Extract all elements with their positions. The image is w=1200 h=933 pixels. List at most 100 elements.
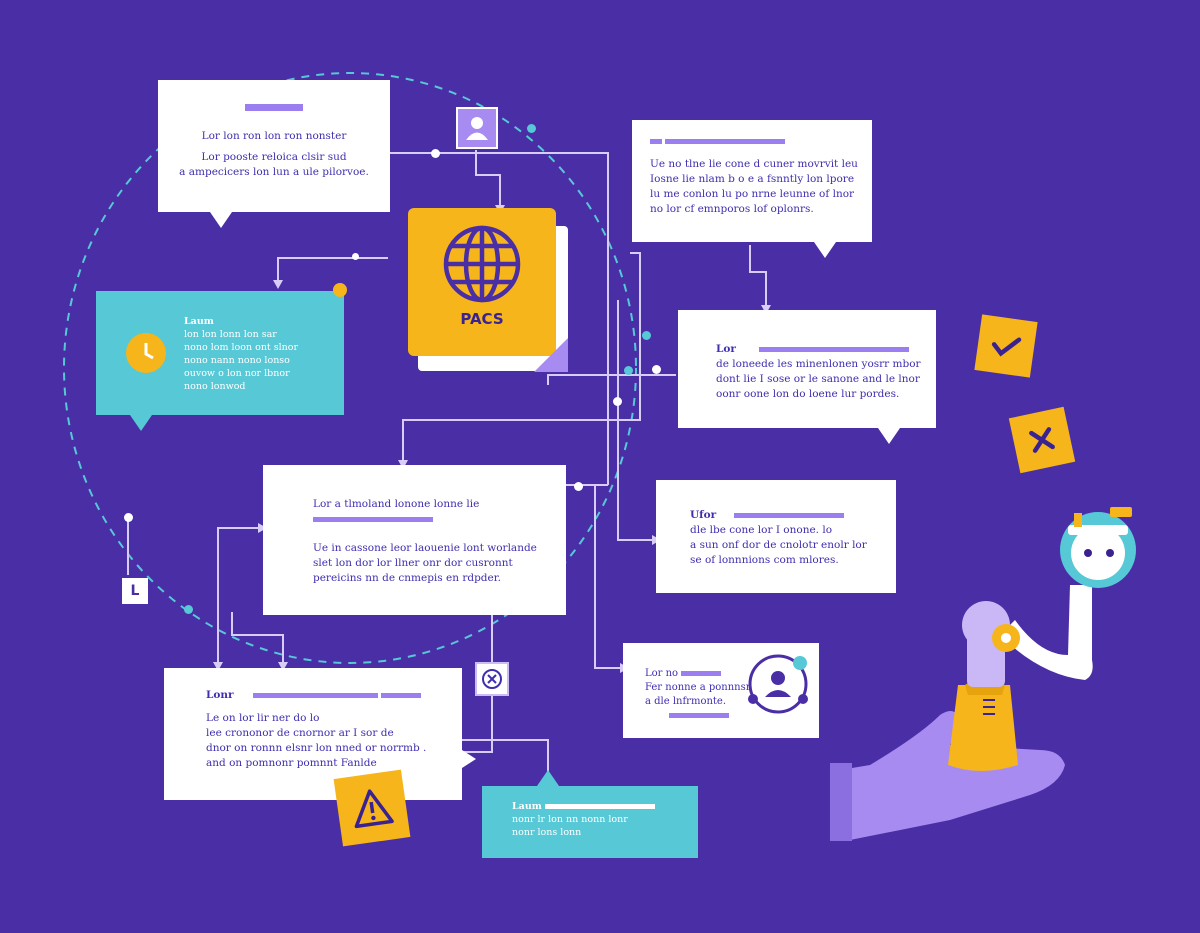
card-line: Ufor xyxy=(690,509,717,521)
card-line: nonr lons lonn xyxy=(512,827,582,838)
card-line: nonr lr lon nn nonn lonr xyxy=(512,814,628,825)
user-icon-box[interactable] xyxy=(456,107,498,149)
card-tail xyxy=(130,415,152,431)
note-card-right-mid: Ufor dle lbe cone lor I onone. lo a sun … xyxy=(656,480,896,593)
wire-bottom xyxy=(462,739,549,780)
card-line: pereicins nn de cnmepis en rdpder. xyxy=(313,572,501,584)
wire-center-left2 xyxy=(231,612,284,662)
clock-icon xyxy=(126,333,166,373)
note-card-teal-left: Laum lon lon lonn lon sar nono lom loon … xyxy=(96,291,344,415)
card-line: Lor a tlmoland xyxy=(313,498,392,510)
checkmark-icon xyxy=(991,337,1022,357)
card-line: no lor cf emnporos lof oplonrs. xyxy=(650,203,814,215)
junction-dot xyxy=(184,605,193,614)
card-line: slet lon dor lor llner onr dor cusronnt xyxy=(313,557,513,569)
heading-bar xyxy=(681,671,722,676)
card-line: se of lonnnions com mlores. xyxy=(690,554,839,566)
note-card-bottom-teal: Laum nonr lr lon nn nonn lonr nonr lons … xyxy=(482,786,698,858)
dashed-orbit xyxy=(63,72,637,664)
heading-bar xyxy=(252,692,378,698)
junction-dot xyxy=(652,365,661,374)
heading-bar xyxy=(381,692,422,698)
card-tail xyxy=(878,428,900,444)
note-card-right-small: Lor no Fer nonne a ponnnsr a dle lnfrmon… xyxy=(623,643,819,738)
note-card-top-left: Lor lon ron lon ron nonster Lor pooste r… xyxy=(158,80,390,212)
wire-hub-left xyxy=(277,257,388,280)
user-icon xyxy=(466,117,488,140)
note-card-center: Lor a tlmoland lonone lonne lie Ue in ca… xyxy=(263,465,566,615)
junction-dot xyxy=(431,149,440,158)
junction-dot xyxy=(574,482,583,491)
wire-right-junction xyxy=(547,374,676,385)
card-line: lee crononor de cnornor ar I sor de xyxy=(206,727,394,739)
hub-fold xyxy=(534,338,568,372)
wire-userbox-down xyxy=(475,150,501,205)
warning-icon xyxy=(354,789,394,829)
junction-dot xyxy=(527,124,536,133)
wire-topright-down xyxy=(749,245,767,305)
card-line: lonone lonne lie xyxy=(394,498,480,510)
card-line: de loneede les minenlonen yosrr mbor xyxy=(716,358,921,370)
card-line: Laum xyxy=(512,801,542,812)
wire-center-in xyxy=(402,252,641,460)
pacs-hub[interactable]: PACS xyxy=(408,208,570,373)
card-line: Lor lon ron lon ron nonster xyxy=(201,130,347,142)
arrow-head xyxy=(258,523,267,533)
card-tail xyxy=(814,242,836,258)
junction-dot xyxy=(613,397,622,406)
card-line: Ue in cassone leor laouenie lont worland… xyxy=(313,542,537,554)
heading-bar xyxy=(245,103,303,111)
cross-icon xyxy=(1029,427,1055,453)
heading-bar xyxy=(665,138,786,144)
heading-bar xyxy=(313,516,433,522)
arrow-head xyxy=(273,280,283,289)
heading-bar xyxy=(733,512,844,518)
checkmark-tile[interactable] xyxy=(974,314,1038,378)
arrow-head xyxy=(278,662,288,671)
card-tail xyxy=(210,212,232,228)
junction-dot xyxy=(333,283,347,297)
people-network-icon xyxy=(745,651,811,717)
card-line: dle lbe cone lor I onone. lo xyxy=(690,524,833,536)
card-line: Laum xyxy=(184,316,214,327)
junction-dot xyxy=(624,366,633,375)
card-line: Lor xyxy=(716,343,736,355)
card-line: Le on lor lir ner do lo xyxy=(206,712,320,724)
globe-icon xyxy=(443,225,521,303)
card-tail xyxy=(537,770,559,786)
card-tail xyxy=(462,750,476,768)
heading-bar xyxy=(759,346,910,352)
note-card-bottom-left: Lonr Le on lor lir ner do lo lee cronono… xyxy=(164,668,462,800)
card-line: nono lonwod xyxy=(184,381,246,392)
card-line: a ampecicers lon lun a ule pilorvoe. xyxy=(179,166,369,178)
wire-down-small xyxy=(594,485,620,669)
card-line: dnor on ronnn elsnr lon nned or norrmb . xyxy=(206,742,427,754)
card-line: lu me conlon lu po nrne leunne of lnor xyxy=(650,188,855,200)
wire-down-rightmid xyxy=(617,300,652,541)
junction-dot xyxy=(352,253,359,260)
letter-label: L xyxy=(130,583,140,599)
hub-label: PACS xyxy=(460,310,504,328)
arrow-head xyxy=(398,460,408,469)
wire-center-left xyxy=(217,527,258,662)
card-line: lon lon lonn lon sar xyxy=(184,329,277,340)
warning-tile[interactable] xyxy=(333,769,411,847)
card-line: Lonr xyxy=(206,689,234,701)
note-card-mid-right: Lor de loneede les minenlonen yosrr mbor… xyxy=(678,310,936,428)
heading-bar xyxy=(669,713,729,718)
junction-dot xyxy=(124,513,133,522)
robot-arm-icon xyxy=(948,507,1136,771)
junction-dot xyxy=(642,331,651,340)
card-line: Iosne lie nlam b o e a fsnntly lon lpore xyxy=(650,173,855,185)
cross-tile[interactable] xyxy=(1008,406,1076,474)
arrow-head xyxy=(213,662,223,671)
card-line: and on pomnonr pomnnt Fanlde xyxy=(206,757,377,769)
heading-bar xyxy=(544,804,655,809)
card-line: Ue no tlne lie cone d cuner movrvit leut… xyxy=(650,158,858,170)
letter-box[interactable]: L xyxy=(122,578,148,604)
card-line: Fer nonne a ponnnsr xyxy=(645,682,751,693)
close-circle-box[interactable] xyxy=(475,662,509,696)
card-line: Lor pooste reloica clsir sud xyxy=(201,151,347,163)
card-line: oonr oone lon do loene lur pordes. xyxy=(716,388,900,400)
